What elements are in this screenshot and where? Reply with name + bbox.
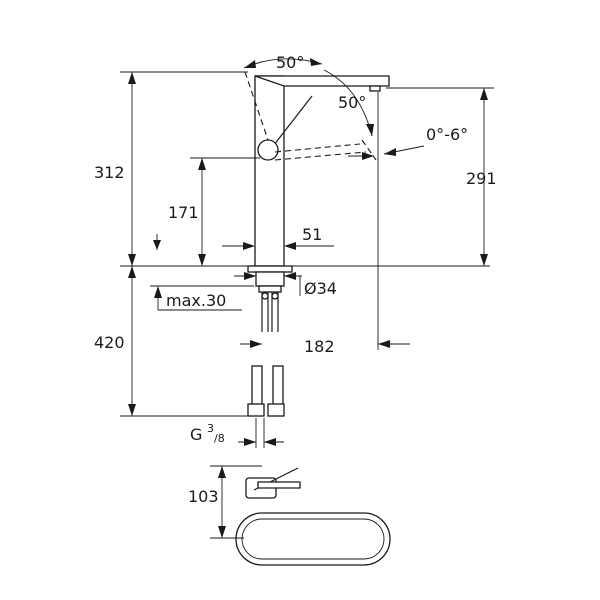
dim-below-deck: 420 bbox=[94, 266, 252, 417]
dim-angle-top: 50° bbox=[243, 53, 323, 72]
label-hose-thread-numerator: 3 bbox=[207, 422, 214, 435]
dim-hose-thread: G 3 /8 bbox=[190, 418, 284, 448]
dim-top-view-height: 103 bbox=[188, 465, 262, 539]
label-angle-tilt: 0°-6° bbox=[426, 125, 468, 144]
lever-pivot bbox=[257, 139, 279, 161]
lever-handle bbox=[269, 95, 313, 151]
dim-body-width: 51 bbox=[222, 225, 334, 250]
label-angle-top: 50° bbox=[276, 53, 304, 72]
dim-base-diameter: Ø34 bbox=[234, 272, 337, 298]
label-hose-thread-denominator: /8 bbox=[214, 432, 225, 445]
lever-position-tip bbox=[361, 139, 377, 161]
hose-left-lower bbox=[251, 365, 263, 407]
dim-angle-tilt: 0°-6° bbox=[348, 125, 468, 160]
label-spout-height: 291 bbox=[466, 169, 497, 188]
lever-motion-paths bbox=[244, 71, 377, 161]
label-total-height: 312 bbox=[94, 163, 125, 182]
top-view-spout bbox=[235, 512, 391, 566]
faucet-body bbox=[247, 75, 390, 293]
label-lever-height: 171 bbox=[168, 203, 199, 222]
faucet-column bbox=[254, 75, 285, 267]
dim-reach: 182 bbox=[240, 92, 410, 356]
dim-spout-height: 291 bbox=[386, 87, 497, 266]
top-view bbox=[235, 467, 391, 566]
label-max-deck: max.30 bbox=[166, 291, 226, 310]
lever-position-forward-2 bbox=[274, 151, 367, 161]
label-angle-side: 50° bbox=[338, 93, 366, 112]
faucet-aerator bbox=[369, 85, 381, 92]
label-below-deck: 420 bbox=[94, 333, 125, 352]
lever-position-forward bbox=[274, 143, 361, 153]
label-hose-thread: G bbox=[190, 425, 202, 444]
mounting-nut bbox=[255, 271, 285, 287]
label-body-width: 51 bbox=[302, 225, 322, 244]
mounting-washer bbox=[258, 285, 282, 293]
hose-right-fitting bbox=[267, 403, 285, 417]
supply-hoses bbox=[247, 292, 285, 417]
dim-angle-side: 50° bbox=[323, 69, 374, 137]
label-top-view-height: 103 bbox=[188, 487, 219, 506]
faucet-spout bbox=[254, 75, 390, 87]
base-plate bbox=[247, 265, 293, 273]
lever-position-back bbox=[244, 71, 269, 141]
dim-lever-height: 171 bbox=[168, 157, 260, 266]
dim-total-height: 312 bbox=[94, 71, 248, 266]
label-reach: 182 bbox=[304, 337, 335, 356]
label-base-diameter: Ø34 bbox=[304, 279, 337, 298]
dim-max-deck: max.30 bbox=[150, 285, 254, 311]
hose-left-fitting bbox=[247, 403, 265, 417]
hose-right-lower bbox=[272, 365, 284, 407]
